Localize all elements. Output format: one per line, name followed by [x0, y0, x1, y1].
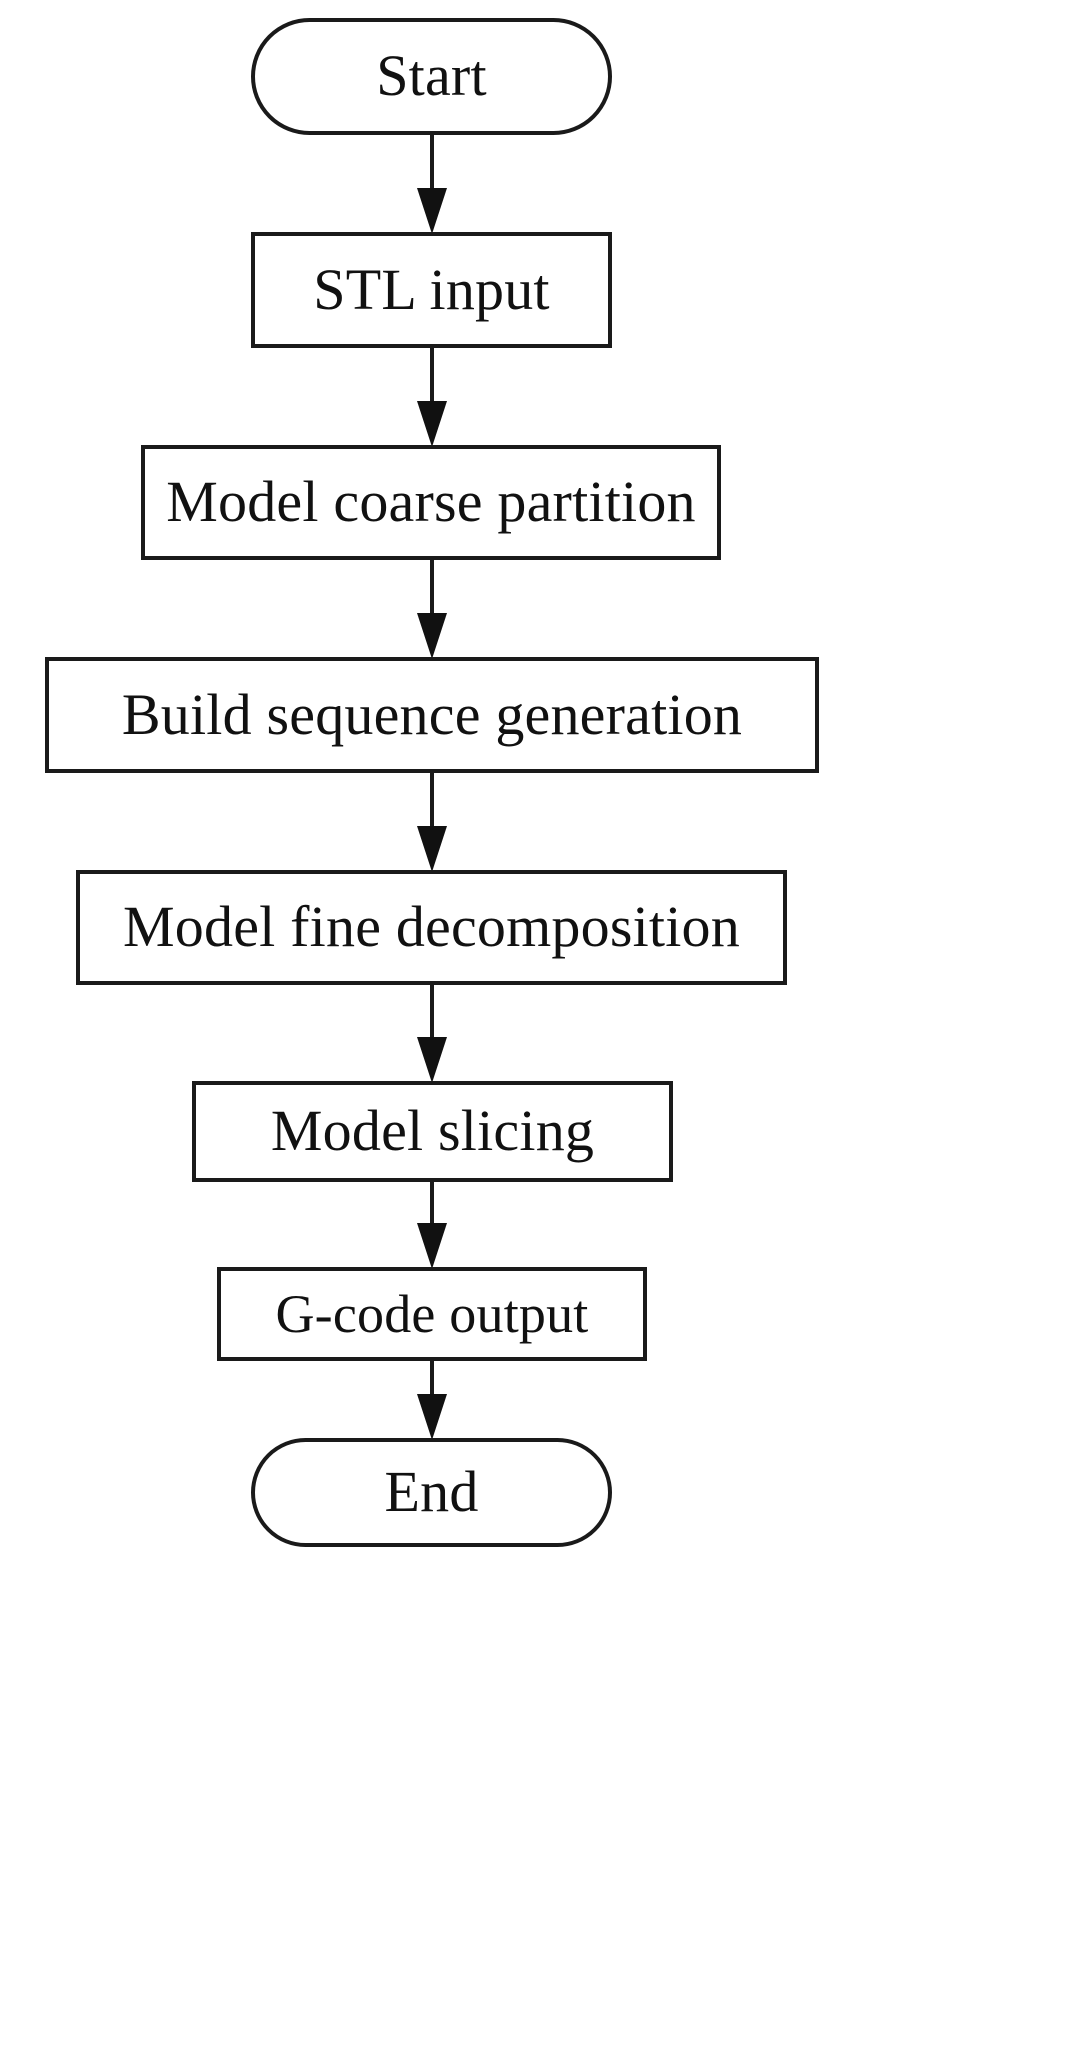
- arrowhead-icon: [417, 1394, 447, 1440]
- edge-coarse-build: [417, 558, 447, 659]
- edge-slicing-gcode: [417, 1180, 447, 1269]
- node-shape-model-slicing[interactable]: [192, 1081, 673, 1182]
- nodes-layer: [45, 18, 819, 1547]
- node-shape-start[interactable]: [251, 18, 612, 135]
- node-label-build-sequence-generation: Build sequence generation: [121, 681, 743, 747]
- edge-gcode-end: [417, 1359, 447, 1440]
- arrowhead-icon: [417, 613, 447, 659]
- edges-layer: [417, 133, 447, 1440]
- node-shape-stl-input[interactable]: [251, 232, 612, 348]
- edge-fine-slicing: [417, 983, 447, 1083]
- node-shape-end[interactable]: [251, 1438, 612, 1547]
- arrowhead-icon: [417, 188, 447, 234]
- node-label-model-fine-decomposition: Model fine decomposition: [123, 894, 740, 960]
- arrowhead-icon: [417, 826, 447, 872]
- arrowhead-icon: [417, 1223, 447, 1269]
- edge-stl-coarse: [417, 346, 447, 447]
- edge-build-fine: [417, 771, 447, 872]
- edge-start-stl: [417, 133, 447, 234]
- node-label-model-slicing: Model slicing: [270, 1098, 595, 1164]
- arrowhead-icon: [417, 1037, 447, 1083]
- node-label-start: Start: [376, 43, 487, 109]
- node-shape-g-code-output[interactable]: [217, 1267, 647, 1361]
- arrowhead-icon: [417, 401, 447, 447]
- node-label-end: End: [384, 1459, 479, 1525]
- node-shape-model-coarse-partition[interactable]: [141, 445, 721, 560]
- node-shape-build-sequence-generation[interactable]: [45, 657, 819, 773]
- node-label-g-code-output: G-code output: [275, 1283, 589, 1344]
- node-shape-model-fine-decomposition[interactable]: [76, 870, 787, 985]
- node-label-stl-input: STL input: [313, 256, 550, 322]
- node-label-model-coarse-partition: Model coarse partition: [166, 469, 696, 535]
